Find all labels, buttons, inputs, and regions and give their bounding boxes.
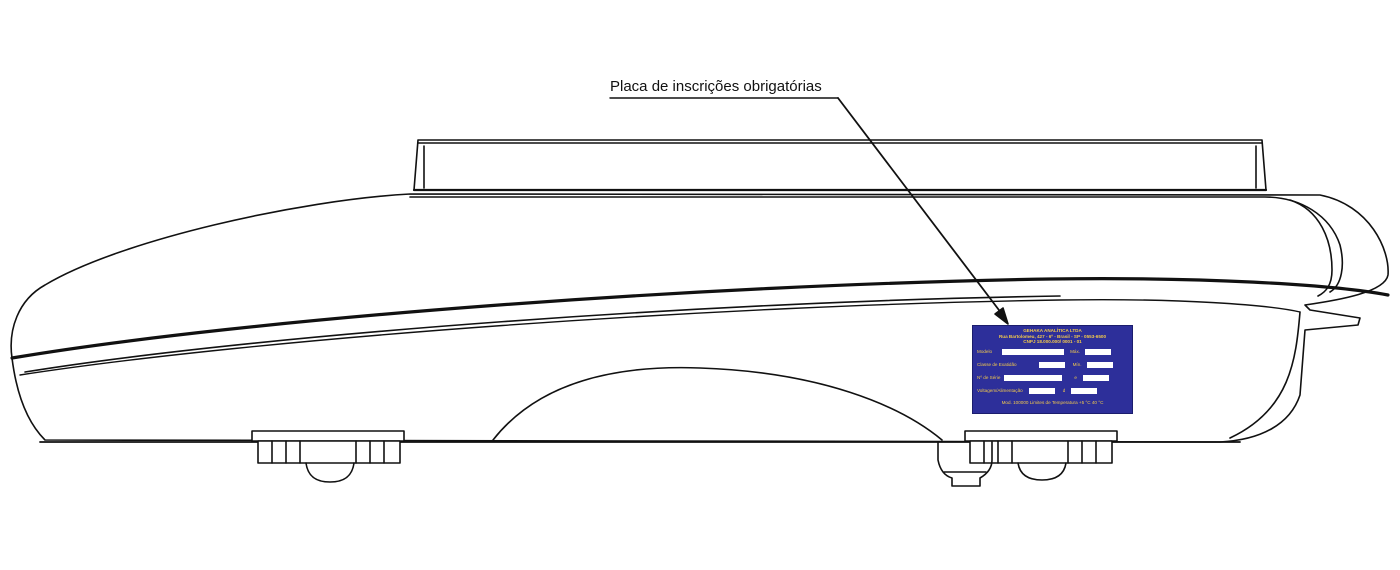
plate-field-row: Classe de Exatidão Mín. xyxy=(977,360,1128,371)
plate-header-line-1: GEHAKA ANALÍTICA LTDA xyxy=(1023,328,1082,333)
plate-field-row: Modelo Máx. xyxy=(977,347,1128,358)
plate-field-box xyxy=(1082,375,1109,382)
plate-field-label: Modelo xyxy=(977,349,993,355)
plate-field-box xyxy=(1038,362,1065,369)
callout-arrow xyxy=(609,97,1009,325)
plate-field-label: d xyxy=(1062,388,1066,394)
plate-field-row: Voltagem/Alimentação d xyxy=(977,386,1128,397)
left-foot xyxy=(251,430,405,483)
plate-field-label: Nº de Série xyxy=(977,375,1001,381)
plate-field-label: Mín. xyxy=(1072,362,1082,368)
plate-field-box xyxy=(1004,375,1063,382)
plate-field-label: Máx. xyxy=(1070,349,1081,355)
weighing-pan xyxy=(412,139,1268,192)
plate-footer: Mod. 100000 Limites de Temperatura +5 °C… xyxy=(1001,399,1104,405)
plate-field-box xyxy=(1002,349,1065,356)
plate-field-box xyxy=(1071,388,1098,395)
plate-field-box xyxy=(1085,349,1112,356)
plate-field-box xyxy=(1028,388,1055,395)
inscription-plate: GEHAKA ANALÍTICA LTDA Rua Bartolomeu, 42… xyxy=(972,325,1133,414)
scale-body xyxy=(10,193,1390,443)
plate-field-box xyxy=(1086,362,1113,369)
callout-label: Placa de inscrições obrigatórias xyxy=(610,78,822,95)
plate-header-line-2: Rua Bartolomeu, 427 - 6º - Brasil - SP -… xyxy=(998,333,1107,339)
plate-header-line-3: CNPJ 18.000.000/ 0001 - 01 xyxy=(1023,339,1082,345)
leveling-foot xyxy=(937,441,993,487)
plate-field-row: Nº de Série e xyxy=(977,373,1128,384)
plate-field-label: e xyxy=(1074,375,1077,381)
right-foot xyxy=(964,430,1118,481)
plate-field-label: Voltagem/Alimentação xyxy=(977,388,1023,394)
plate-field-label: Classe de Exatidão xyxy=(977,362,1017,368)
